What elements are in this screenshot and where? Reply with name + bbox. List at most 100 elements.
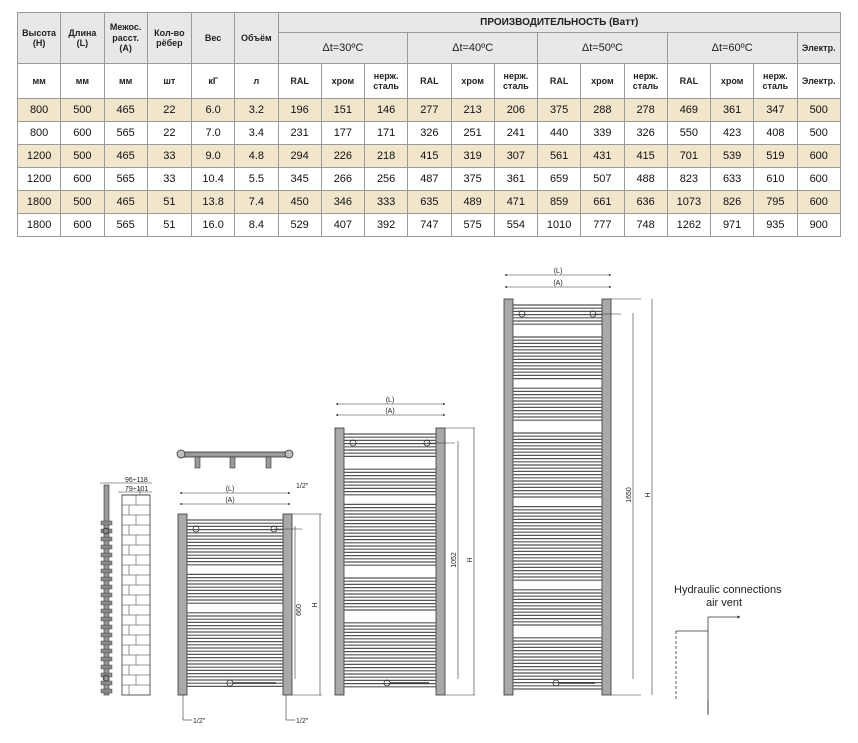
- mid-label-H: H: [467, 557, 474, 562]
- connector-top-left: [192, 525, 200, 533]
- table-cell: 971: [709, 213, 755, 237]
- table-cell: 550: [666, 121, 712, 145]
- table-cell: 345: [277, 167, 322, 191]
- side-dim-outer: 96÷118: [125, 477, 148, 484]
- header-dt40: Δt=40ºC: [407, 32, 538, 64]
- table-cell: 226: [320, 144, 366, 168]
- table-cell: 339: [580, 121, 625, 145]
- table-cell: 440: [536, 121, 582, 145]
- table-cell: 326: [407, 121, 452, 145]
- bars: [513, 304, 602, 690]
- side-rib: [100, 552, 113, 558]
- table-cell: 561: [536, 144, 582, 168]
- unit-cell: хром: [320, 63, 366, 99]
- table-cell: 213: [450, 98, 495, 122]
- unit-cell: кГ: [190, 63, 236, 99]
- rail-right: [435, 427, 446, 696]
- side-rib: [100, 624, 113, 630]
- side-rib: [100, 560, 113, 566]
- table-cell: 319: [450, 144, 495, 168]
- table-cell: 600: [60, 121, 105, 145]
- table-cell: 10.4: [190, 167, 236, 191]
- table-cell: 423: [709, 121, 755, 145]
- radiator-large: (L) (A) 1650 H: [503, 268, 653, 696]
- table-cell: 9.0: [190, 144, 236, 168]
- radiator-drawings: 96÷118 79÷101 (L) (A) 1/2" 1/2" 1/2" 660…: [100, 268, 782, 725]
- table-cell: 361: [709, 98, 755, 122]
- mid-label-L: (L): [386, 397, 395, 404]
- side-bracket-bottom: [102, 674, 110, 682]
- hydraulic-connections: Hydraulic connections air vent: [674, 584, 782, 715]
- unit-cell: шт: [146, 63, 193, 99]
- side-rib: [100, 576, 113, 582]
- unit-cell: хром: [450, 63, 495, 99]
- table-cell: 659: [536, 167, 582, 191]
- table-cell: 277: [407, 98, 452, 122]
- table-cell: 471: [493, 190, 539, 214]
- table-cell: 500: [60, 144, 105, 168]
- table-cell: 610: [753, 167, 798, 191]
- table-cell: 177: [320, 121, 366, 145]
- header-dt30: Δt=30ºC: [277, 32, 409, 64]
- table-cell: 633: [709, 167, 755, 191]
- rail-right: [601, 298, 612, 696]
- side-rib: [100, 528, 113, 534]
- brick-wall: [121, 487, 151, 696]
- table-cell: 3.4: [234, 121, 279, 145]
- table-cell: 777: [580, 213, 625, 237]
- small-label-H: H: [312, 602, 319, 607]
- table-cell: 600: [60, 213, 105, 237]
- mid-height-value: 1052: [451, 552, 458, 568]
- table-cell: 826: [709, 190, 755, 214]
- header-length: Длина (L): [60, 12, 105, 64]
- bars: [344, 433, 436, 688]
- rail-left: [503, 298, 514, 696]
- air-vent-label: air vent: [706, 597, 742, 609]
- unit-cell: мм: [103, 63, 148, 99]
- mid-label-A: (A): [385, 408, 394, 415]
- table-cell: 1073: [666, 190, 712, 214]
- table-cell: 278: [623, 98, 668, 122]
- table-cell: 823: [666, 167, 712, 191]
- table-cell: 375: [450, 167, 495, 191]
- table-cell: 469: [666, 98, 712, 122]
- table-cell: 4.8: [234, 144, 279, 168]
- table-cell: 1800: [16, 190, 62, 214]
- table-cell: 500: [60, 98, 105, 122]
- header-dt60: Δt=60ºC: [666, 32, 798, 64]
- table-cell: 231: [277, 121, 322, 145]
- small-label-A: (A): [225, 497, 234, 504]
- table-cell: 465: [103, 190, 148, 214]
- table-cell: 347: [753, 98, 798, 122]
- side-ribs: [100, 520, 113, 694]
- side-rib: [100, 648, 113, 654]
- table-cell: 3.2: [234, 98, 279, 122]
- table-cell: 392: [363, 213, 409, 237]
- side-rib: [100, 600, 113, 606]
- connector-top-left: [349, 439, 357, 447]
- table-cell: 251: [450, 121, 495, 145]
- table-cell: 407: [320, 213, 366, 237]
- table-cell: 565: [103, 121, 148, 145]
- header-height: Высота (H): [16, 12, 62, 64]
- table-cell: 747: [407, 213, 452, 237]
- table-cell: 635: [407, 190, 452, 214]
- table-cell: 539: [709, 144, 755, 168]
- table-cell: 146: [363, 98, 409, 122]
- specifications-table: Высота (H) Длина (L) Межос. расст. (A) К…: [16, 12, 841, 237]
- small-label-L: (L): [226, 486, 235, 493]
- unit-cell: л: [234, 63, 279, 99]
- unit-cell: нерж. сталь: [623, 63, 668, 99]
- bars: [187, 519, 283, 687]
- unit-cell: хром: [580, 63, 625, 99]
- side-view: 96÷118 79÷101: [100, 477, 152, 696]
- table-cell: 415: [623, 144, 668, 168]
- table-cell: 22: [146, 121, 193, 145]
- side-rib: [100, 520, 113, 526]
- table-cell: 22: [146, 98, 193, 122]
- unit-cell: RAL: [536, 63, 582, 99]
- table-cell: 500: [796, 98, 841, 122]
